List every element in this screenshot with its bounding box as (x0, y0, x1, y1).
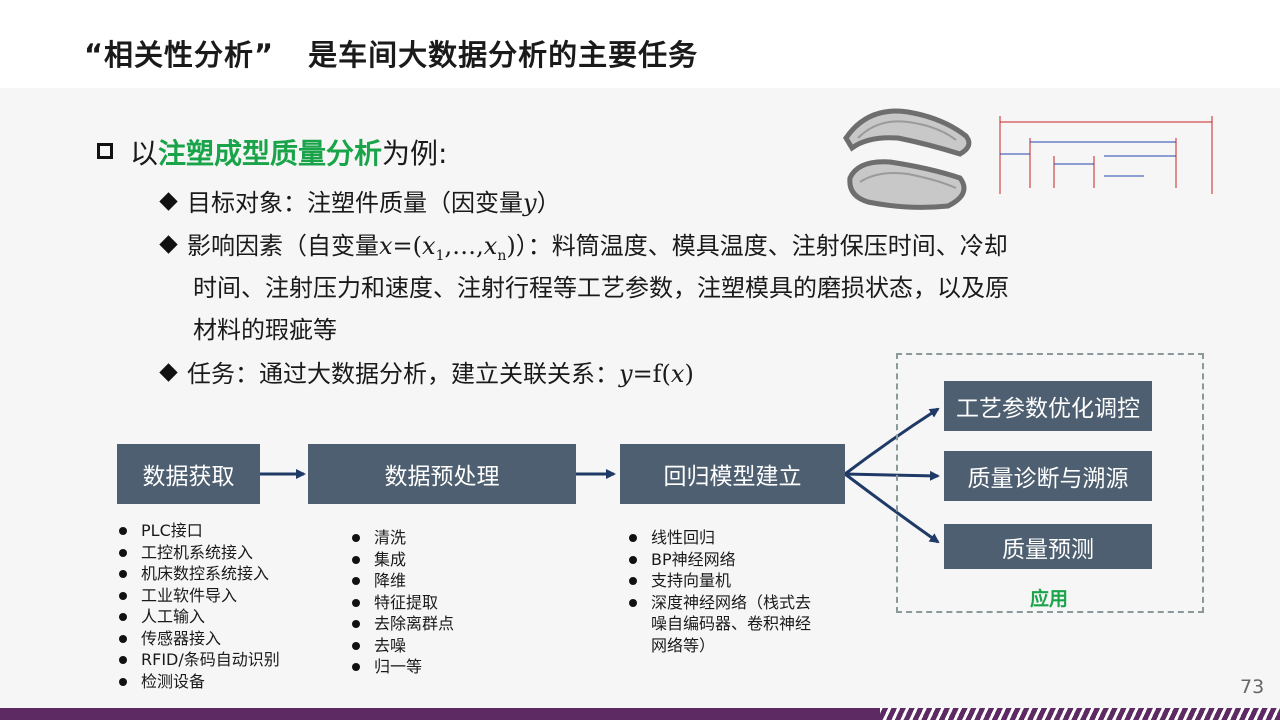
factors-line2: 时间、注射压力和速度、注射行程等工艺参数，注塑模具的磨损状态，以及原 (193, 274, 1009, 302)
box-regression-model: 回归模型建立 (620, 444, 845, 504)
factors-dots: ,…, (444, 232, 484, 260)
arrow-to-app1 (844, 407, 940, 476)
factors-eq: =( (392, 232, 423, 260)
target-close: ） (536, 189, 561, 217)
injection-cycle-diagram (999, 116, 1213, 194)
list-item: 归一等 (350, 656, 454, 678)
list-item: 降维 (350, 570, 454, 592)
factors-paren: ) (506, 232, 516, 260)
list-item: 去除离群点 (350, 613, 454, 635)
task-close: ) (684, 360, 694, 388)
page-number: 73 (1240, 676, 1265, 698)
list-item: 机床数控系统接入 (117, 563, 280, 585)
list-item: BP神经网络 (627, 549, 811, 571)
box-data-acquisition: 数据获取 (117, 444, 260, 504)
box-app-quality-diagnosis: 质量诊断与溯源 (944, 451, 1152, 501)
list-item: 特征提取 (350, 592, 454, 614)
list-item: 噪自编码器、卷积神经 (651, 614, 812, 633)
list-item: 清洗 (350, 527, 454, 549)
factors-x1: x (422, 232, 436, 260)
task-x: x (670, 360, 685, 388)
factors-x: x (379, 232, 393, 260)
task-pre: 任务：通过大数据分析，建立关联关系： (187, 360, 619, 388)
arrow-to-app3 (844, 472, 940, 544)
section-heading: 以注塑成型质量分析为例: (130, 132, 447, 172)
title-part2: 是车间大数据分析的主要任务 (308, 38, 699, 72)
list-item: 去噪 (350, 635, 454, 657)
arrow-to-app2 (844, 470, 940, 481)
box-data-preprocessing: 数据预处理 (308, 444, 576, 504)
factors-line3: 材料的瑕疵等 (193, 316, 337, 344)
applications-group (896, 353, 1204, 613)
task-eq: =f( (632, 360, 671, 388)
factors-xn: x (483, 232, 498, 260)
list-item: 集成 (350, 549, 454, 571)
list-acquisition-methods: PLC接口 工控机系统接入 机床数控系统接入 工业软件导入 人工输入 传感器接入… (117, 520, 280, 692)
list-item: 深度神经网络（栈式去 (627, 592, 811, 614)
list-item: 检测设备 (117, 671, 280, 693)
factors-rest: ）：料筒温度、模具温度、注射保压时间、冷却 (515, 232, 1008, 260)
list-item: 工业软件导入 (117, 585, 280, 607)
bottom-solid-bar (0, 708, 880, 720)
bullet-target: 目标对象：注塑件质量（因变量y） (159, 183, 561, 218)
applications-label: 应用 (1030, 588, 1069, 610)
list-item: 线性回归 (627, 527, 811, 549)
list-item: 网络等） (651, 635, 716, 655)
heading-highlight: 注塑成型质量分析 (158, 137, 383, 170)
box-app-process-optimization: 工艺参数优化调控 (944, 381, 1152, 431)
target-text: 目标对象：注塑件质量（因变量 (187, 189, 523, 217)
factors-subn: n (497, 247, 507, 264)
slide-title: “相关性分析” 是车间大数据分析的主要任务 (84, 32, 698, 74)
heading-suffix: 为例: (382, 137, 448, 170)
title-part1: “相关性分析” (84, 38, 275, 72)
factors-sub1: 1 (435, 247, 445, 264)
list-item: 工控机系统接入 (117, 542, 280, 564)
title-band (0, 0, 1280, 88)
injection-part-image (843, 108, 972, 210)
bullet-factors: 影响因素（自变量x=(x1,…,xn)）：料筒温度、模具温度、注射保压时间、冷却 (159, 226, 1008, 264)
list-item: RFID/条码自动识别 (117, 649, 280, 671)
square-bullet-icon (97, 143, 113, 159)
box-app-quality-prediction: 质量预测 (944, 524, 1152, 569)
target-var: y (523, 189, 537, 217)
bullet-task: 任务：通过大数据分析，建立关联关系：y=f(x) (159, 354, 694, 389)
list-item: 传感器接入 (117, 628, 280, 650)
task-y: y (619, 360, 633, 388)
factors-pre: 影响因素（自变量 (187, 232, 379, 260)
list-item: 人工输入 (117, 606, 280, 628)
list-item: 支持向量机 (627, 570, 811, 592)
list-preprocessing-steps: 清洗 集成 降维 特征提取 去除离群点 去噪 归一等 (350, 527, 454, 678)
list-regression-models: 线性回归 BP神经网络 支持向量机 深度神经网络（栈式去 噪自编码器、卷积神经 … (627, 527, 811, 656)
list-item: PLC接口 (117, 520, 280, 542)
heading-prefix: 以 (130, 137, 159, 170)
